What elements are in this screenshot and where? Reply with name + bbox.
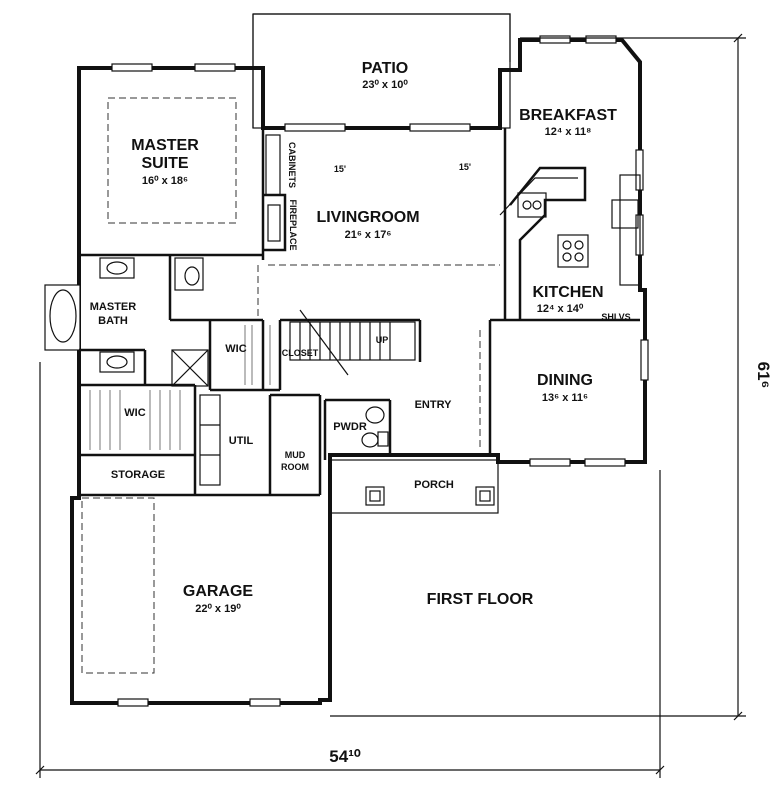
mud-room-label-2: ROOM [281,462,309,472]
shelves-label: SHLVS [601,312,630,322]
kitchen-size: 12⁴ x 14⁰ [537,303,584,315]
dining-label: DINING [537,372,593,389]
bath-fixtures [49,257,209,387]
breakfast-size: 12⁴ x 11⁸ [545,126,592,138]
patio-size: 23⁰ x 10⁰ [362,79,408,91]
porch-column-right [475,486,495,506]
wic-upper-label: WIC [225,343,246,355]
pwdr-label: PWDR [333,421,367,433]
storage-label: STORAGE [111,469,165,481]
fireplace-label: FIREPLACE [288,199,298,250]
porch-slab [329,459,499,514]
porch-label: PORCH [414,479,454,491]
kitchen-cabinets [499,166,641,320]
ceiling-height-right: 15' [459,162,471,172]
master-suite-size: 16⁰ x 18⁶ [142,175,188,187]
ceiling-height-left: 15' [334,164,346,174]
mud-room-label-1: MUD [285,450,306,460]
garage-size: 22⁰ x 19⁰ [195,603,241,615]
kitchen-island [557,234,589,268]
powder-fixtures [361,406,389,448]
closet-label: CLOSET [282,348,319,358]
breakfast-label: BREAKFAST [519,107,617,124]
staircase [289,309,416,376]
porch-column-left [365,486,385,506]
closet-hatching [89,325,271,486]
master-suite-label-1: MASTER [131,137,199,154]
livingroom-label: LIVINGROOM [316,209,419,226]
fireplace [263,134,287,252]
util-label: UTIL [229,435,254,447]
width-dimension: 54¹⁰ [329,747,361,766]
wic-lower-label: WIC [124,407,145,419]
cabinets-label: CABINETS [287,142,297,188]
exterior-walls [70,13,647,705]
depth-dimension: 61⁶ [754,362,773,389]
master-suite-label-2: SUITE [141,155,188,172]
patio-slab [252,13,511,129]
interior-walls [79,70,640,497]
entry-label: ENTRY [415,399,453,411]
kitchen-label: KITCHEN [532,284,603,301]
master-bath-label-2: BATH [98,315,128,327]
room-labels: PATIO 23⁰ x 10⁰ BREAKFAST 12⁴ x 11⁸ MAST… [90,60,773,766]
patio-label: PATIO [362,60,409,77]
master-bath-label-1: MASTER [90,301,137,313]
dimension-lines [35,33,746,778]
dining-size: 13⁶ x 11⁶ [542,392,588,404]
livingroom-size: 21⁶ x 17⁶ [345,229,392,241]
stair-up-label: UP [376,335,389,345]
dashed-lines [81,97,500,674]
floor-title: FIRST FLOOR [427,591,534,608]
garage-label: GARAGE [183,583,254,600]
